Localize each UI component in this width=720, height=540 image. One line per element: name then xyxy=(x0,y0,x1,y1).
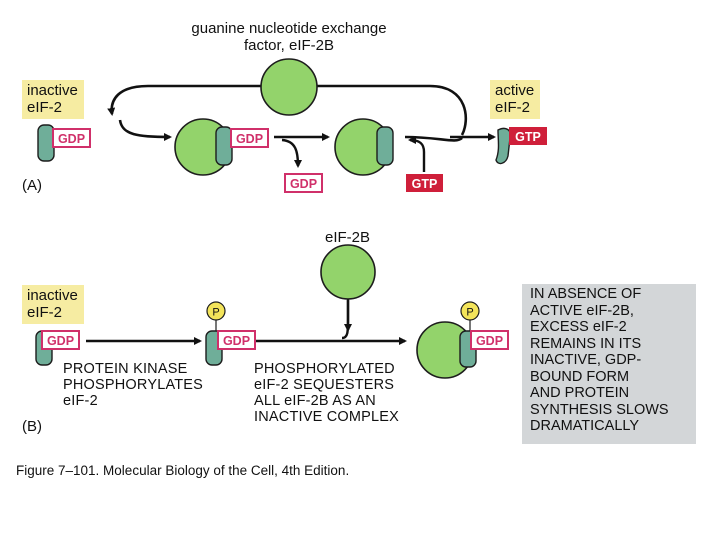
inactive-label-b-line1: inactive xyxy=(27,287,78,304)
eif2-inactive-shape-a xyxy=(37,124,55,162)
note-line8: SYNTHESIS SLOWS xyxy=(530,401,669,418)
gdp-tag-a3: GDP xyxy=(290,177,317,191)
inactive-label-a-line2: eIF-2 xyxy=(27,99,63,116)
exchange-pathway-arrow xyxy=(118,119,172,141)
note-line9: DRAMATICALLY xyxy=(530,418,640,434)
active-label-line1: active xyxy=(495,82,535,99)
gtp-tag-a1: GTP xyxy=(412,177,438,191)
gtp-tag-a2: GTP xyxy=(515,130,541,144)
inactive-eif2-label-a: inactive eIF-2 xyxy=(22,80,84,119)
kinase-text: PROTEIN KINASE PHOSPHORYLATES eIF-2 xyxy=(63,361,203,409)
sequester-text-line2: eIF-2 SEQUESTERS xyxy=(254,377,395,393)
recycle-loop-arrow xyxy=(107,84,468,136)
gdp-tag-a2-box xyxy=(230,128,269,148)
figure-caption: Figure 7–101. Molecular Biology of the C… xyxy=(16,463,350,478)
gtp-tag-a2-box xyxy=(509,127,547,145)
active-eif2-label: active eIF-2 xyxy=(490,80,541,119)
sequester-text-line4: INACTIVE COMPLEX xyxy=(254,409,400,425)
gtp-entry-arrow xyxy=(408,136,426,172)
eif2b-top-shape xyxy=(260,58,318,116)
inactive-eif2-label-b: inactive eIF-2 xyxy=(22,285,84,324)
inactive-label-b-line2: eIF-2 xyxy=(27,304,63,321)
gdp-tag-b2-box xyxy=(217,330,256,350)
explanation-note-box: IN ABSENCE OF ACTIVE eIF-2B, EXCESS eIF-… xyxy=(522,284,696,444)
eif2b-label-b: eIF-2B xyxy=(325,229,371,246)
phosphate-1-label: P xyxy=(212,307,219,319)
gdp-tag-b2: GDP xyxy=(223,334,250,348)
note-line1: IN ABSENCE OF xyxy=(530,286,642,302)
sequester-text: PHOSPHORYLATED eIF-2 SEQUESTERS ALL eIF-… xyxy=(254,361,399,425)
phosphate-2-label: P xyxy=(466,307,473,319)
eif2-active-shape xyxy=(495,127,512,165)
gef-label: guanine nucleotide exchange factor, eIF-… xyxy=(172,20,406,54)
gtp-tag-a1-box xyxy=(406,174,443,192)
kinase-text-line2: PHOSPHORYLATES xyxy=(63,377,204,393)
sequester-text-line1: PHOSPHORYLATED xyxy=(254,361,395,377)
eif2-complex2-shape xyxy=(376,126,394,166)
gdp-tag-b1: GDP xyxy=(47,334,74,348)
gdp-tag-a1: GDP xyxy=(58,132,85,146)
gef-label-line2: factor, eIF-2B xyxy=(243,37,335,54)
note-line7: AND PROTEIN xyxy=(530,385,630,401)
note-line6: BOUND FORM xyxy=(530,368,630,385)
gdp-tag-a2: GDP xyxy=(236,132,263,146)
gdp-tag-b1-box xyxy=(41,330,80,350)
gef-label-line1: guanine nucleotide exchange xyxy=(191,20,387,37)
eif2-complex1-shape xyxy=(215,126,233,166)
panel-a-letter: (A) xyxy=(22,177,42,194)
gdp-tag-b3: GDP xyxy=(476,334,503,348)
gdp-tag-a3-box xyxy=(284,173,323,193)
eif2b-free-shape xyxy=(320,244,376,300)
gdp-tag-a1-box xyxy=(52,128,91,148)
panel-b-letter: (B) xyxy=(22,418,42,435)
note-line2: ACTIVE eIF-2B, xyxy=(530,302,634,319)
note-line4: REMAINS IN ITS xyxy=(530,335,642,352)
note-line3: EXCESS eIF-2 xyxy=(530,319,627,335)
gdp-release-arrow xyxy=(281,138,302,168)
kinase-text-line3: eIF-2 xyxy=(63,393,98,409)
inactive-label-a-line1: inactive xyxy=(27,82,78,99)
note-line5: INACTIVE, GDP- xyxy=(530,352,642,368)
gdp-tag-b3-box xyxy=(470,330,509,350)
kinase-text-line1: PROTEIN KINASE xyxy=(63,361,188,377)
active-label-line2: eIF-2 xyxy=(495,99,531,116)
sequester-text-line3: ALL eIF-2B AS AN xyxy=(254,393,376,409)
